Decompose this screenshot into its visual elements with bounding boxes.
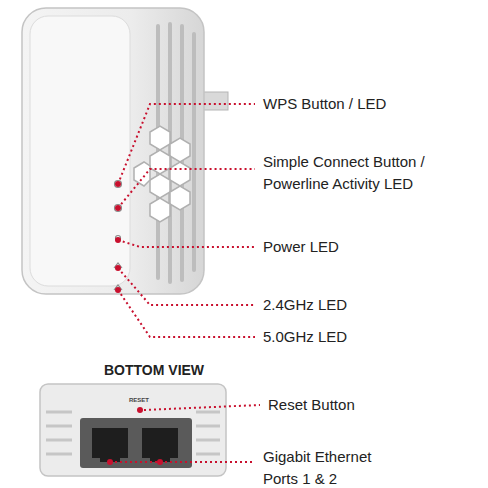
vent-rib (196, 453, 220, 456)
leader-dot (137, 407, 143, 413)
callout-label: Simple Connect Button / Powerline Activi… (263, 151, 463, 195)
leader-line (118, 169, 255, 208)
hex-cell (134, 162, 150, 186)
leader-lines (118, 104, 255, 337)
callout-label: 5.0GHz LED (263, 328, 478, 346)
leader-dots (107, 407, 163, 465)
connect-button (115, 205, 122, 212)
callout-label: Reset Button (268, 396, 468, 414)
leader-dot (115, 287, 121, 293)
vent-rib (46, 411, 72, 414)
front-leds (114, 181, 122, 291)
hex-cell (150, 198, 170, 222)
wps-button (115, 181, 122, 188)
vent-rib (196, 439, 220, 442)
leader-dot (115, 205, 121, 211)
leader-line (118, 240, 255, 247)
vent-rib (46, 453, 72, 456)
leader-dot (107, 459, 113, 465)
leader-dot (157, 459, 163, 465)
device-body (22, 8, 204, 294)
vent-rib (196, 411, 220, 414)
leader-line (118, 290, 255, 337)
leader-line (110, 461, 255, 463)
leader-line (118, 104, 255, 184)
hex-cell (170, 186, 190, 210)
callout-label: WPS Button / LED (263, 95, 478, 113)
hex-cell (170, 138, 190, 162)
hex-cell (150, 126, 170, 150)
front-panel (30, 16, 130, 286)
leader-dot (115, 265, 121, 271)
bottom-housing (40, 384, 226, 476)
port-recess (80, 418, 192, 468)
ethernet-port (92, 428, 128, 462)
vent-rib (46, 439, 72, 442)
vent-rib (192, 34, 196, 270)
callout-label: Gigabit Ethernet Ports 1 & 2 (263, 446, 403, 488)
vent-rib (46, 425, 72, 428)
view-heading: BOTTOM VIEW (104, 362, 244, 379)
ethernet-port (142, 428, 178, 462)
hex-cell (150, 174, 170, 198)
honeycomb-vent (134, 126, 190, 222)
port-marking: RESET (129, 397, 159, 404)
callout-label: 2.4GHz LED (263, 296, 478, 314)
leader-dot (115, 181, 121, 187)
reset-hole (138, 408, 142, 412)
vent-rib (196, 425, 220, 428)
hex-cell (170, 162, 190, 186)
leader-line (144, 405, 260, 410)
callout-label: Power LED (263, 238, 478, 256)
leader-dot (115, 237, 121, 243)
leader-lines (110, 405, 260, 462)
leader-dots (115, 181, 121, 293)
hex-cell (150, 150, 170, 174)
leader-line (118, 268, 255, 305)
